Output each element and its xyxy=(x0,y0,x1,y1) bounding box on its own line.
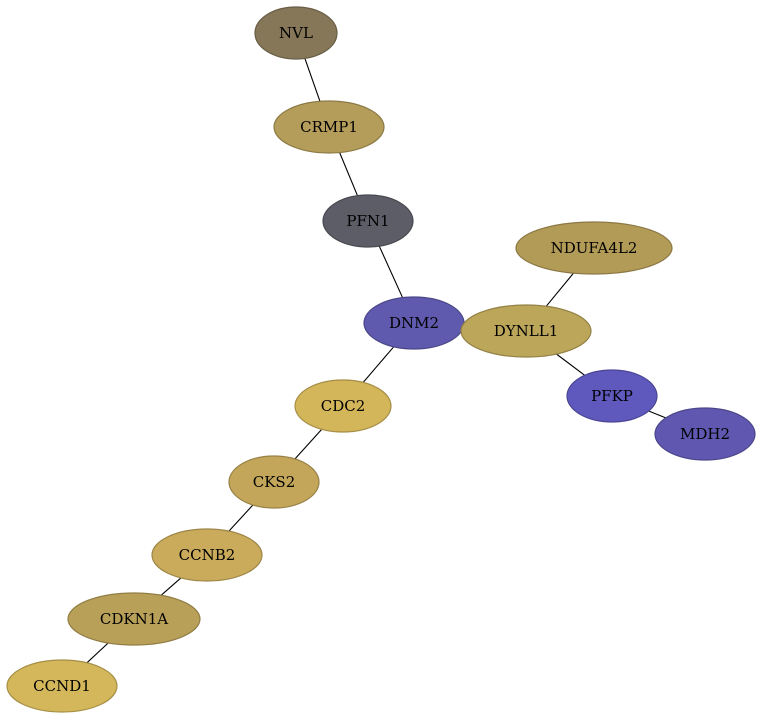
node-dynll1[interactable]: DYNLL1 xyxy=(460,304,592,358)
edge-dnm2-cdc2 xyxy=(362,346,395,383)
node-shape-ndufa4l2 xyxy=(515,221,673,275)
node-shape-ccnd1 xyxy=(6,659,118,713)
node-ccnb2[interactable]: CCNB2 xyxy=(151,528,263,582)
edges-layer xyxy=(86,58,666,664)
node-shape-crmp1 xyxy=(273,100,385,154)
edge-pfkp-mdh2 xyxy=(648,410,666,419)
edge-ccnb2-cdkn1a xyxy=(160,577,182,596)
node-shape-nvl xyxy=(254,6,338,60)
node-label-ccnd1: CCND1 xyxy=(33,677,91,695)
node-ccnd1[interactable]: CCND1 xyxy=(6,659,118,713)
node-cdc2[interactable]: CDC2 xyxy=(294,379,392,433)
edge-nvl-crmp1 xyxy=(304,58,321,102)
edge-crmp1-pfn1 xyxy=(339,152,359,196)
node-shape-pfn1 xyxy=(322,194,414,248)
node-shape-cdkn1a xyxy=(67,592,201,646)
node-label-crmp1: CRMP1 xyxy=(300,118,358,136)
node-pfn1[interactable]: PFN1 xyxy=(322,194,414,248)
node-cks2[interactable]: CKS2 xyxy=(228,455,320,509)
edge-cdkn1a-ccnd1 xyxy=(86,642,109,664)
node-shape-dynll1 xyxy=(460,304,592,358)
node-label-pfkp: PFKP xyxy=(591,387,633,405)
edge-pfn1-dnm2 xyxy=(378,245,404,298)
node-label-cdkn1a: CDKN1A xyxy=(100,610,168,628)
node-shape-pfkp xyxy=(566,369,658,423)
node-shape-cks2 xyxy=(228,455,320,509)
node-cdkn1a[interactable]: CDKN1A xyxy=(67,592,201,646)
edge-cdc2-cks2 xyxy=(294,428,323,460)
node-label-mdh2: MDH2 xyxy=(680,425,730,443)
node-label-cks2: CKS2 xyxy=(253,473,296,491)
node-crmp1[interactable]: CRMP1 xyxy=(273,100,385,154)
edge-dynll1-pfkp xyxy=(556,353,586,376)
node-nvl[interactable]: NVL xyxy=(254,6,338,60)
node-label-dnm2: DNM2 xyxy=(389,314,439,332)
node-pfkp[interactable]: PFKP xyxy=(566,369,658,423)
node-ndufa4l2[interactable]: NDUFA4L2 xyxy=(515,221,673,275)
node-shape-mdh2 xyxy=(654,407,756,461)
node-shape-ccnb2 xyxy=(151,528,263,582)
edge-cks2-ccnb2 xyxy=(228,504,254,532)
node-mdh2[interactable]: MDH2 xyxy=(654,407,756,461)
node-label-ndufa4l2: NDUFA4L2 xyxy=(551,239,638,257)
edge-ndufa4l2-dynll1 xyxy=(545,272,574,307)
node-label-cdc2: CDC2 xyxy=(321,397,366,415)
node-label-ccnb2: CCNB2 xyxy=(179,546,236,564)
node-label-nvl: NVL xyxy=(279,24,313,42)
node-shape-cdc2 xyxy=(294,379,392,433)
nodes-layer: NVLCRMP1PFN1DNM2NDUFA4L2DYNLL1PFKPMDH2CD… xyxy=(6,6,756,713)
node-label-dynll1: DYNLL1 xyxy=(494,322,559,340)
node-label-pfn1: PFN1 xyxy=(346,212,389,230)
node-dnm2[interactable]: DNM2 xyxy=(363,296,465,350)
